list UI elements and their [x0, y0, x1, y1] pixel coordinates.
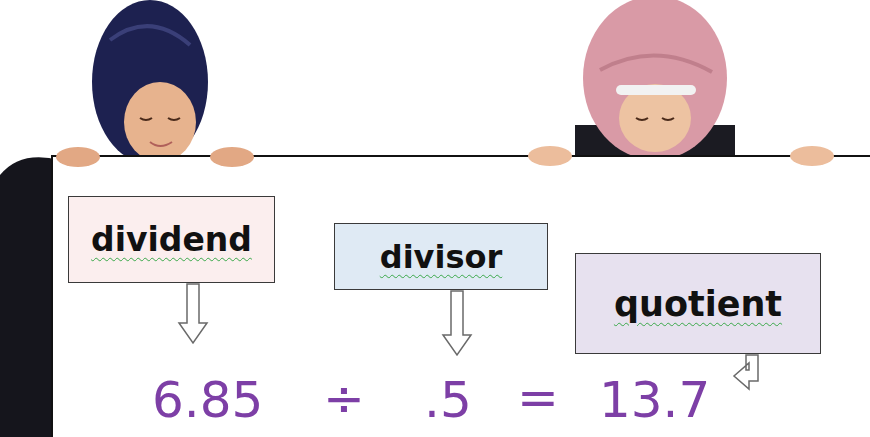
equation-term: ÷ — [323, 373, 365, 423]
white-board — [52, 156, 870, 437]
term-box: quotient — [575, 253, 821, 354]
hand — [210, 147, 254, 167]
term-box: divisor — [334, 223, 548, 290]
hollow-arrow — [443, 291, 471, 355]
equation-term: 6.85 — [152, 375, 263, 425]
hand — [528, 146, 572, 166]
term-label: dividend — [91, 220, 252, 259]
hijab-fold — [110, 26, 190, 45]
under-scarf — [616, 85, 696, 95]
equation-term: = — [517, 373, 559, 423]
term-label: divisor — [380, 238, 503, 276]
term-box: dividend — [68, 196, 275, 283]
pink-hijab — [583, 0, 727, 160]
equation-term: 13.7 — [599, 375, 710, 425]
hand — [790, 146, 834, 166]
hollow-arrow — [179, 284, 207, 343]
girl-face — [124, 82, 196, 162]
hollow-arrow — [734, 355, 758, 389]
equation-term: .5 — [424, 375, 472, 425]
navy-hijab — [92, 0, 208, 164]
hand — [56, 147, 100, 167]
term-label: quotient — [614, 284, 782, 324]
